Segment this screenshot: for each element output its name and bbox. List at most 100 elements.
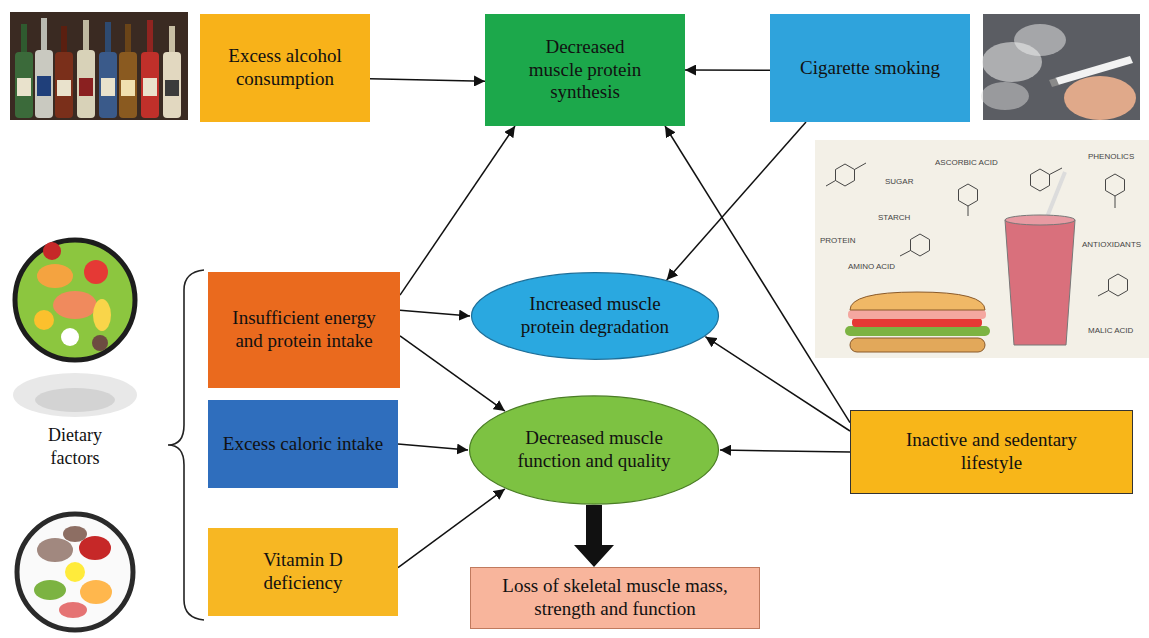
cigarette-photo <box>981 14 1140 120</box>
bottle-body <box>35 50 53 118</box>
smoothie-top <box>1005 215 1075 225</box>
food-plate-bottom <box>17 514 133 630</box>
node-label: Increased muscle protein degradation <box>508 293 682 339</box>
factor-box: Insufficient energy and protein intake <box>208 272 400 388</box>
bottle-body <box>163 52 181 118</box>
bottle-neck <box>61 26 67 54</box>
factor-box: Inactive and sedentary lifestyle <box>850 410 1133 494</box>
bottle-neck <box>41 18 47 52</box>
bottle-label <box>165 80 179 96</box>
food <box>34 310 54 330</box>
block-arrow <box>574 505 614 567</box>
arrow-connector <box>400 126 515 295</box>
ellipse-shape <box>470 396 719 504</box>
hand <box>1064 76 1136 120</box>
arrow-connector <box>400 336 505 411</box>
bottle-label <box>79 78 93 96</box>
ingredient-label: MALIC ACID <box>1088 326 1133 336</box>
bottle-body <box>141 52 159 118</box>
arrow-connector <box>370 79 485 81</box>
food-plate-top <box>15 240 135 360</box>
molecule <box>1031 169 1050 191</box>
factor-box: Excess caloric intake <box>208 400 398 488</box>
food <box>37 264 73 288</box>
food <box>61 328 79 346</box>
shadow <box>13 373 137 417</box>
food <box>63 526 87 542</box>
cigarette <box>1055 56 1133 85</box>
food <box>34 580 66 600</box>
bottle-body <box>99 52 117 118</box>
arrow-connector <box>665 126 850 423</box>
bread <box>850 338 985 352</box>
arrow-connector <box>398 444 468 450</box>
node-label: Decreased muscle function and quality <box>513 427 675 473</box>
bottles-photo <box>10 12 188 120</box>
group-label: Dietary factors <box>28 424 122 469</box>
food <box>43 242 61 260</box>
cigarette-ash <box>1049 78 1059 87</box>
food <box>37 538 73 562</box>
arrow-connector <box>685 69 770 71</box>
node-label: Loss of skeletal muscle mass, strength a… <box>491 575 739 621</box>
bottle-body <box>119 52 137 118</box>
lettuce <box>845 326 990 336</box>
factor-box: Excess alcohol consumption <box>200 14 370 122</box>
ham <box>848 310 986 319</box>
node-label: Vitamin D deficiency <box>248 549 358 595</box>
bottle-body <box>77 50 95 118</box>
ingredient-label: PROTEIN <box>820 236 856 246</box>
bottle-neck <box>21 24 27 54</box>
photo-ground <box>10 12 188 120</box>
node-label: Inactive and sedentary lifestyle <box>901 429 1082 475</box>
smoothie-glass <box>1005 220 1075 345</box>
food <box>59 602 87 618</box>
node-label: Insufficient energy and protein intake <box>220 307 388 353</box>
tomato <box>852 318 982 327</box>
food <box>79 536 111 560</box>
arrow-connector <box>720 450 850 452</box>
arrow-connector <box>705 337 850 431</box>
node-label: Decreased muscle protein synthesis <box>520 36 650 104</box>
shadow <box>35 388 115 412</box>
bottle-neck <box>147 20 153 54</box>
food <box>92 335 108 351</box>
bottle-label <box>101 78 115 96</box>
ingredient-label: PHENOLICS <box>1088 152 1134 162</box>
node-label: Cigarette smoking <box>800 57 940 80</box>
bottle-neck <box>83 20 89 52</box>
panel-ground <box>815 140 1149 358</box>
ingredient-label: ASCORBIC ACID <box>935 158 998 168</box>
factor-box: Loss of skeletal muscle mass, strength a… <box>470 567 760 629</box>
food <box>53 291 97 319</box>
nutrient-illustration <box>815 140 1149 358</box>
bread <box>850 292 985 310</box>
straw <box>1045 172 1065 222</box>
process-ellipse: Increased muscle protein degradation <box>470 272 720 360</box>
bottle-label <box>37 76 51 96</box>
node-label: Excess caloric intake <box>223 433 383 456</box>
bottle-neck <box>169 26 175 54</box>
process-ellipse: Decreased muscle function and quality <box>468 395 720 505</box>
molecule <box>959 184 978 206</box>
arrow-connector <box>667 122 806 280</box>
food <box>65 562 85 582</box>
plate <box>17 514 133 630</box>
bottle-neck <box>125 24 131 54</box>
ingredient-label: ANTIOXIDANTS <box>1082 240 1141 250</box>
ingredient-label: STARCH <box>878 213 910 223</box>
bottle-label <box>17 78 31 96</box>
bottle-body <box>15 52 33 118</box>
smoke <box>1014 24 1066 56</box>
food <box>93 299 111 331</box>
arrow-connector <box>398 489 505 568</box>
ellipse-shape <box>472 273 719 360</box>
factor-box: Vitamin D deficiency <box>208 528 398 616</box>
molecule <box>836 164 855 186</box>
factor-box: Cigarette smoking <box>770 14 970 122</box>
bottle-body <box>55 52 73 118</box>
plate <box>15 240 135 360</box>
brace <box>168 270 204 620</box>
